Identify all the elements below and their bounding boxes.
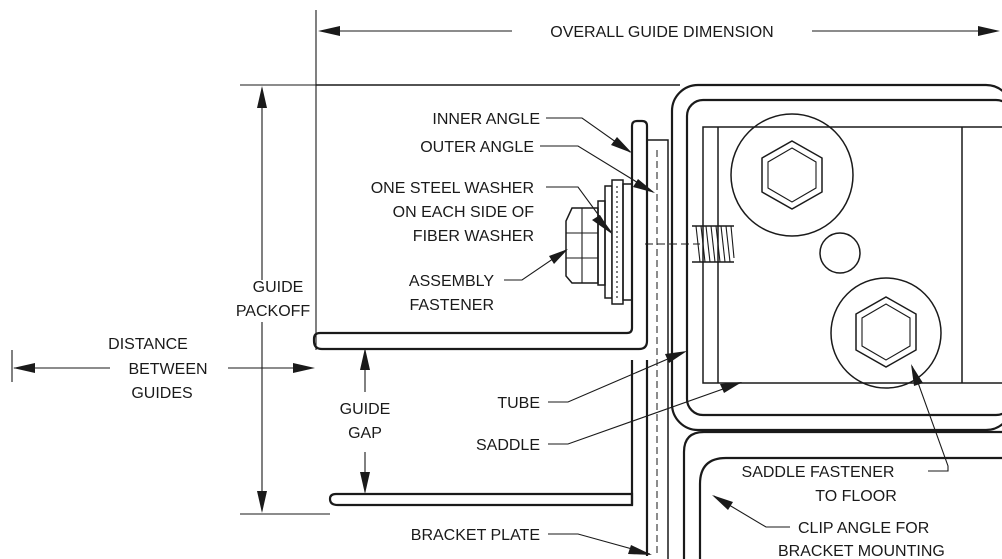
fastener-thread	[692, 225, 735, 263]
saddle-fastener-label-line2: TO FLOOR	[815, 488, 897, 505]
tube	[670, 83, 1002, 432]
overall-dimension: OVERALL GUIDE DIMENSION	[315, 10, 1000, 350]
saddle-label: SADDLE	[476, 437, 540, 454]
tube-arrowhead	[665, 351, 687, 363]
steel-washer-arrowhead	[592, 215, 612, 234]
distance-label-line1: DISTANCE	[108, 336, 188, 353]
upper-bolt-hex-chamfer	[767, 147, 817, 203]
fastener-hex-head	[565, 207, 599, 284]
distance-between-guides-dimension: DISTANCE BETWEEN GUIDES	[11, 336, 315, 402]
upper-bolt-washer	[730, 113, 854, 237]
gap-arrowhead-bottom	[360, 472, 370, 494]
callout-saddle-fastener: SADDLE FASTENER TO FLOOR	[742, 364, 949, 505]
assembly-fastener-label-line1: ASSEMBLY	[409, 273, 494, 290]
tube-label: TUBE	[497, 395, 540, 412]
callout-inner-angle: INNER ANGLE	[432, 111, 632, 153]
inner-angle-label: INNER ANGLE	[432, 111, 540, 128]
saddle	[702, 113, 1002, 389]
distance-label-line2: BETWEEN	[128, 361, 207, 378]
assembly-fastener-arrowhead	[549, 249, 568, 264]
bracket-plate-label: BRACKET PLATE	[411, 527, 540, 544]
callout-steel-washer: ONE STEEL WASHER ON EACH SIDE OF FIBER W…	[371, 180, 612, 245]
upper-bolt-hex	[761, 140, 823, 210]
distance-arrowhead-right	[293, 363, 315, 373]
clip-angle	[682, 430, 1002, 559]
gap-arrowhead-top	[360, 348, 370, 370]
packoff-arrowhead-bottom	[257, 491, 267, 513]
distance-arrowhead-left	[13, 363, 35, 373]
saddle-center-hole	[819, 232, 861, 274]
outer-angle-arrowhead	[633, 179, 655, 193]
outer-angle-label: OUTER ANGLE	[420, 139, 534, 156]
callout-bracket-plate: BRACKET PLATE	[411, 527, 652, 555]
callout-clip-angle: CLIP ANGLE FOR BRACKET MOUNTING	[712, 495, 945, 559]
guide-packoff-dimension: GUIDE PACKOFF	[236, 84, 330, 515]
lower-bolt-hex-chamfer	[861, 303, 911, 361]
guide-packoff-label-line2: PACKOFF	[236, 303, 311, 320]
overall-arrowhead-right	[978, 26, 1000, 36]
guide-gap-label-line2: GAP	[348, 425, 382, 442]
clip-angle-label-line1: CLIP ANGLE FOR	[798, 520, 929, 537]
saddle-fastener-label-line1: SADDLE FASTENER	[742, 464, 895, 481]
callout-assembly-fastener: ASSEMBLY FASTENER	[409, 249, 568, 314]
lower-bolt-washer	[830, 277, 942, 389]
lower-bolt-hex	[855, 296, 917, 368]
saddle-leader	[548, 382, 741, 445]
clip-angle-arrowhead	[712, 495, 733, 510]
clip-angle-inner	[698, 456, 1002, 559]
clip-angle-outer	[682, 430, 1002, 559]
callout-outer-angle: OUTER ANGLE	[420, 139, 655, 193]
steel-washer-label-line1: ONE STEEL WASHER	[371, 180, 534, 197]
callout-tube: TUBE	[497, 351, 687, 412]
bracket-plate-arrowhead	[628, 545, 652, 555]
saddle-fastener-leader	[911, 365, 949, 472]
upper-guide-angle	[312, 84, 680, 559]
steel-washer-far	[622, 183, 633, 301]
guide-gap-label-line1: GUIDE	[340, 401, 391, 418]
clip-angle-leader	[713, 495, 790, 528]
outer-angle-edge	[647, 139, 669, 559]
assembly-fastener-label-line2: FASTENER	[410, 297, 494, 314]
inner-angle-leader	[546, 117, 631, 153]
lower-angle-flange	[328, 492, 634, 507]
assembly-fastener-leader	[504, 249, 567, 281]
saddle-arrowhead	[720, 382, 742, 393]
guide-gap-dimension: GUIDE GAP	[340, 348, 391, 494]
inner-angle-profile	[312, 119, 649, 351]
overall-guide-dimension-label: OVERALL GUIDE DIMENSION	[550, 24, 773, 41]
steel-washer-outer	[597, 200, 606, 286]
steel-washer-label-line3: FIBER WASHER	[413, 228, 534, 245]
lower-guide-angle	[328, 360, 649, 556]
inner-angle-arrowhead	[611, 137, 632, 153]
callout-saddle: SADDLE	[476, 382, 742, 454]
tube-outer-wall	[670, 83, 1002, 432]
clip-angle-label-line2: BRACKET MOUNTING	[778, 543, 945, 559]
assembly-fastener	[565, 179, 735, 305]
saddle-outline	[702, 126, 1002, 384]
tube-inner-wall	[685, 98, 1002, 417]
outer-angle-leader	[540, 145, 654, 193]
steel-washer-label-line2: ON EACH SIDE OF	[393, 204, 535, 221]
guide-packoff-label-line1: GUIDE	[253, 279, 304, 296]
packoff-arrowhead-top	[257, 86, 267, 108]
bracket-plate-leader	[548, 533, 651, 555]
saddle-fastener-arrowhead	[911, 364, 923, 386]
overall-arrowhead-left	[318, 26, 340, 36]
tube-leader	[548, 351, 685, 403]
distance-label-line3: GUIDES	[131, 385, 192, 402]
steel-washer-inner	[604, 185, 613, 299]
